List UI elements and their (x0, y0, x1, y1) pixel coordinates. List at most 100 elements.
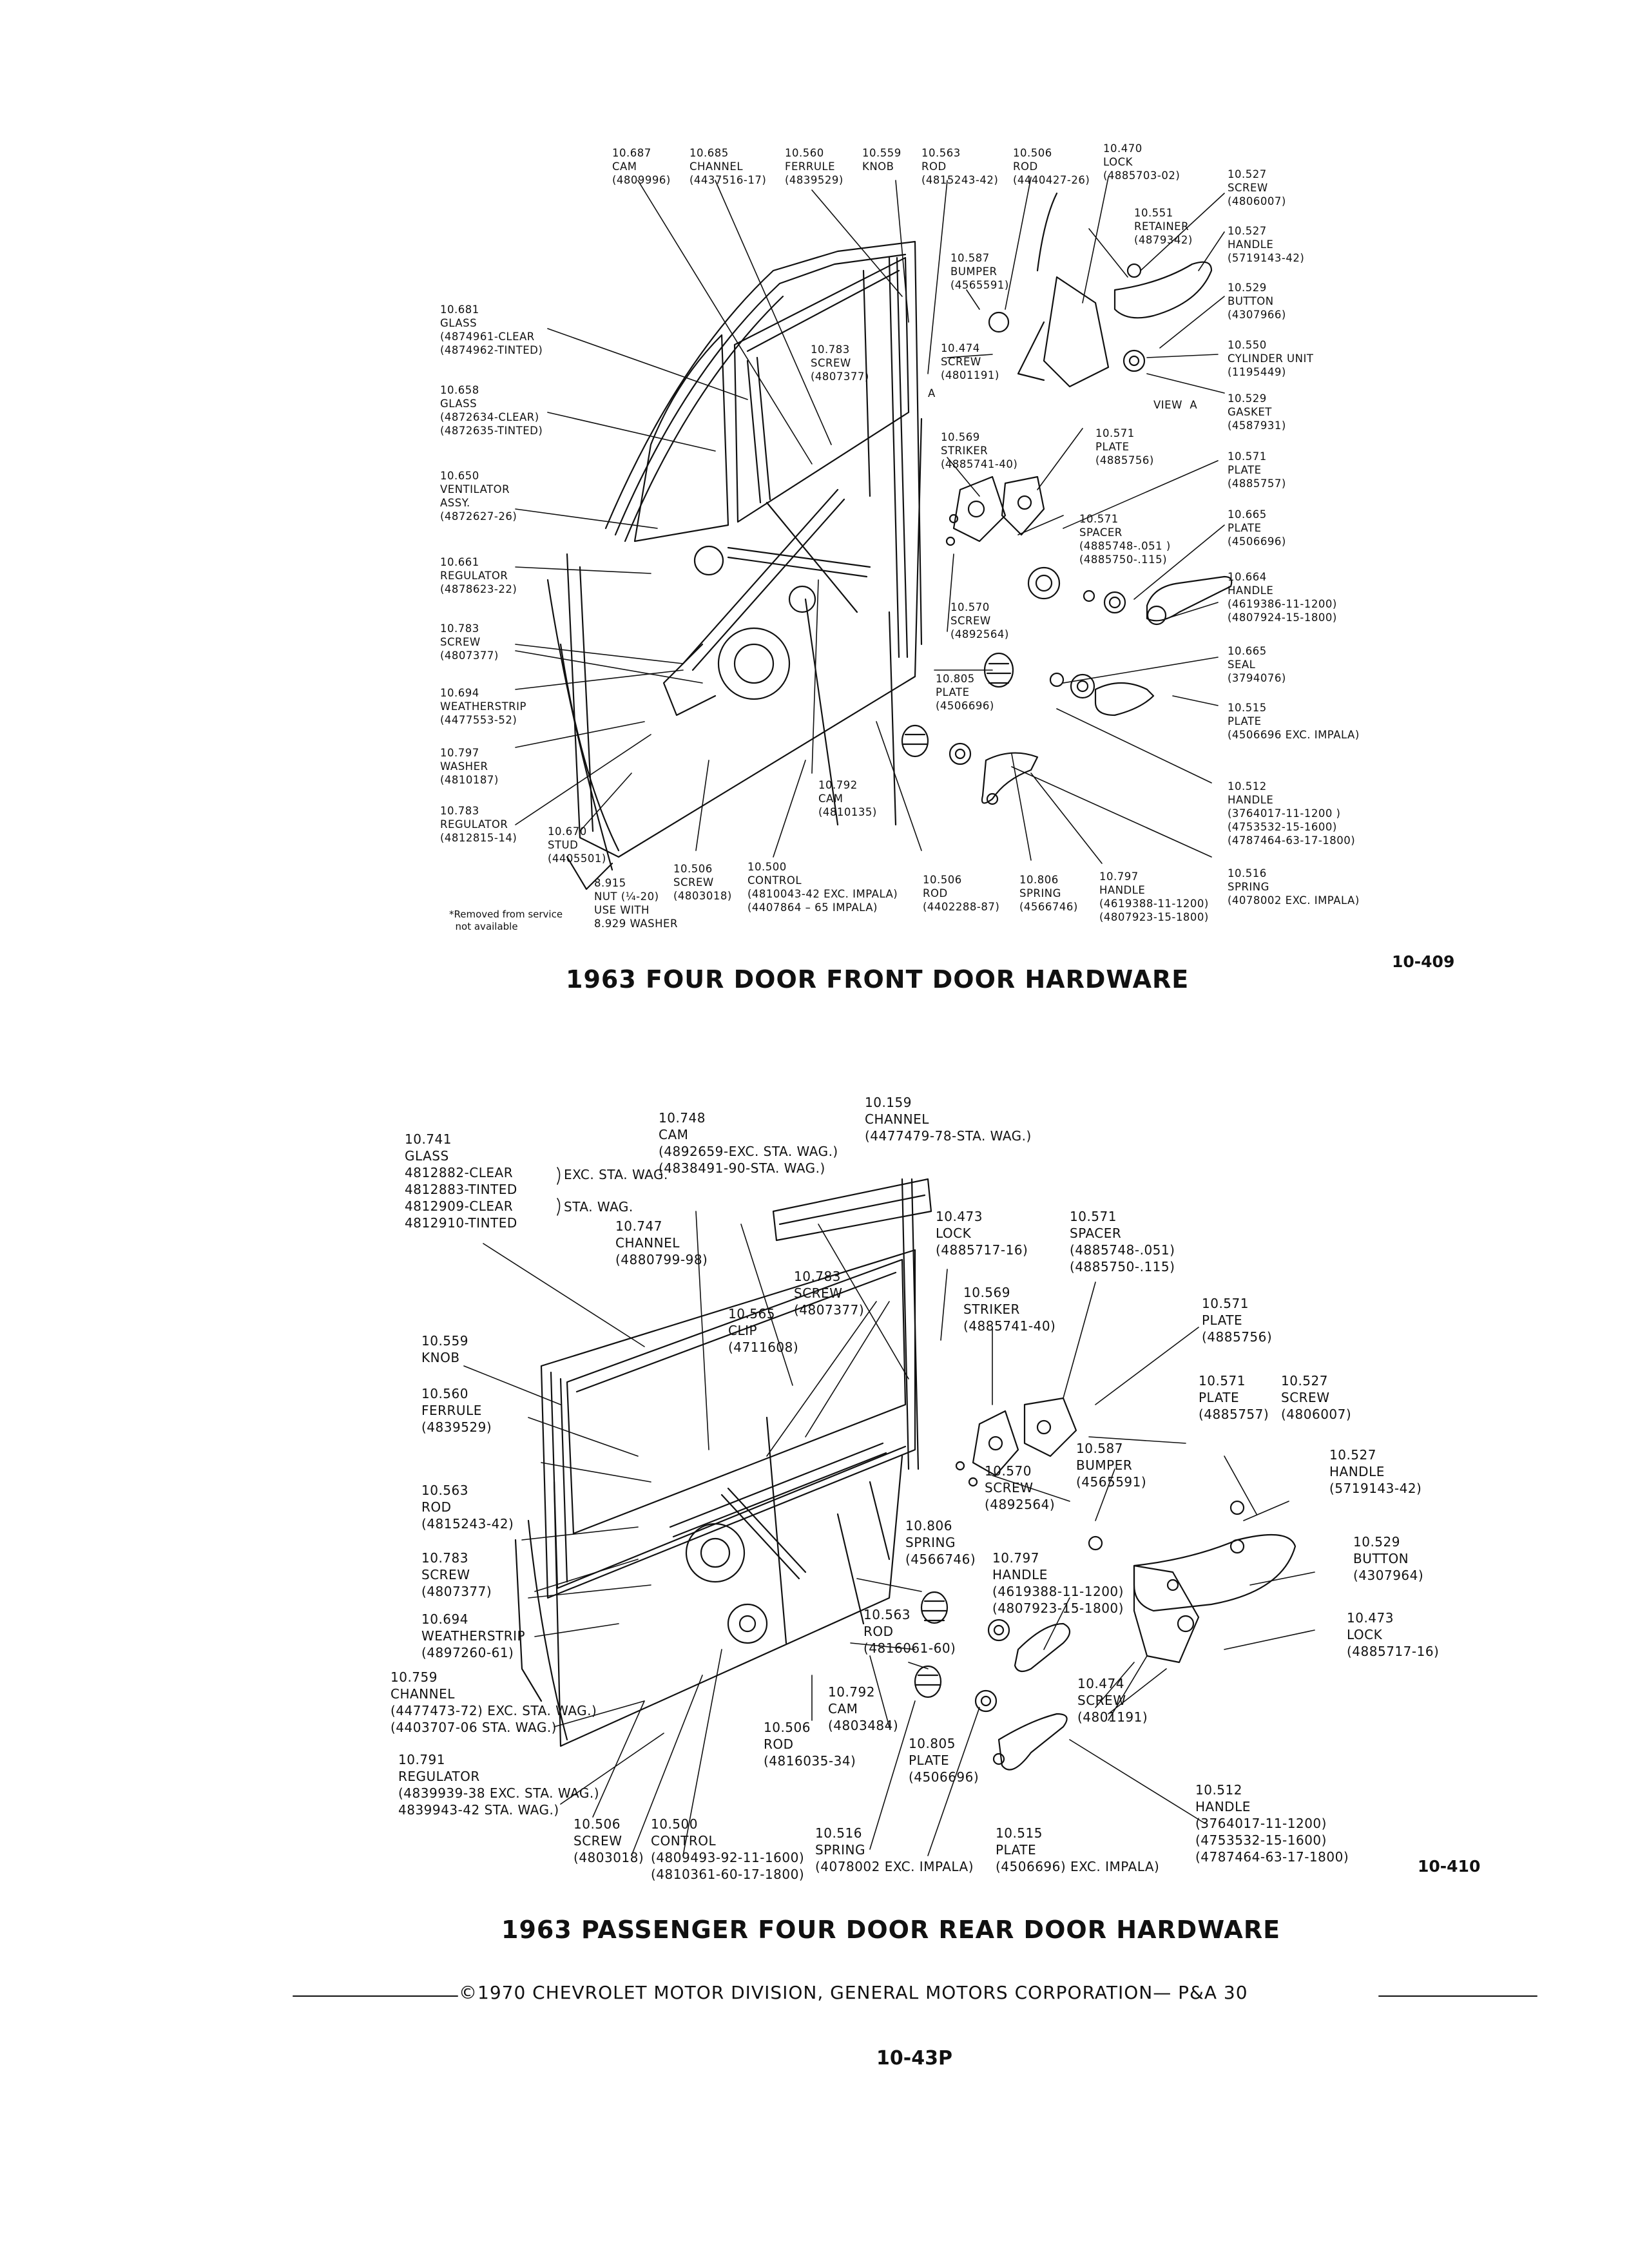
callout-handle-10527: 10.527 HANDLE (5719143-42) (1228, 225, 1305, 264)
rear-door-panel (553, 1455, 903, 1747)
callout-cam-10792: 10.792 CAM (4803484) (828, 1684, 899, 1733)
callout-handle-10664: 10.664 HANDLE (4619386-11-1200) (4807924… (1228, 571, 1337, 624)
a-marker: A (928, 387, 936, 399)
callout-striker-10569: 10.569 STRIKER (4885741-40) (963, 1285, 1056, 1334)
figure-number-rear: 10-410 (1418, 1857, 1481, 1876)
callout-washer-10797: 10.797 WASHER (4810187) (440, 747, 499, 786)
callout-plate-10571a: 10.571 PLATE (4885756) (1095, 427, 1154, 466)
front-window-handle-upper (1094, 682, 1155, 716)
front-lock-view-a (1043, 276, 1110, 388)
rear-window-handle-upper (1014, 1622, 1071, 1673)
callout-plate-10805: 10.805 PLATE (4506696) (909, 1736, 979, 1785)
callout-screw-10570: 10.570 SCREW (4892564) (950, 601, 1009, 640)
rear-lock-body (1133, 1564, 1200, 1664)
page-number: 10-43P (876, 2047, 952, 2070)
callout-rod-10506b: 10.506 ROD (4402288-87) (923, 874, 1000, 913)
callout-glass-10741: 10.741 GLASS 4812882-CLEAR 4812883-TINTE… (405, 1131, 517, 1231)
callout-control-10500: 10.500 CONTROL (4809493-92-11-1600) (481… (651, 1816, 805, 1882)
callout-screw-10474: 10.474 SCREW (4801191) (1077, 1676, 1148, 1725)
callout-glass-10658: 10.658 GLASS (4872634-CLEAR) (4872635-TI… (440, 384, 543, 437)
callout-glass-10681: 10.681 GLASS (4874961-CLEAR (4874962-TIN… (440, 303, 543, 356)
callout-ferrule-10560: 10.560 FERRULE (4839529) (421, 1386, 492, 1435)
callout-screw-10506: 10.506 SCREW (4803018) (574, 1816, 644, 1865)
callout-weatherstrip-10694: 10.694 WEATHERSTRIP (4897260-61) (421, 1611, 526, 1660)
rear-regulator-arm (669, 1442, 887, 1538)
rear-spring-upper (920, 1591, 949, 1624)
callout-handle-10797: 10.797 HANDLE (4619388-11-1200) (4807923… (1099, 870, 1209, 923)
rear-glass (566, 1258, 907, 1535)
callout-handle-10527: 10.527 HANDLE (5719143-42) (1329, 1447, 1422, 1496)
callout-plate-10515: 10.515 PLATE (4506696) EXC. IMPALA) (996, 1825, 1160, 1874)
callout-rod-10563: 10.563 ROD (4815243-42) (421, 1483, 514, 1532)
callout-lock-10470: 10.470 LOCK (4885703-02) (1103, 142, 1181, 182)
bracket-sta-wag (557, 1198, 561, 1216)
front-window-handle-lower (981, 752, 1039, 804)
label-sta-wag: STA. WAG. (564, 1199, 633, 1215)
callout-button-10529: 10.529 BUTTON (4307964) (1353, 1534, 1424, 1583)
callout-spring-10516: 10.516 SPRING (4078002 EXC. IMPALA) (1228, 867, 1360, 907)
callout-screw-10570: 10.570 SCREW (4892564) (985, 1463, 1055, 1512)
callout-gasket-10529: 10.529 GASKET (4587931) (1228, 392, 1286, 432)
callout-knob-10559: 10.559 KNOB (421, 1333, 468, 1365)
callout-weatherstrip-10694: 10.694 WEATHERSTRIP (4477553-52) (440, 687, 526, 726)
callout-rod-10563b: 10.563 ROD (4816061-60) (863, 1607, 956, 1656)
callout-ferrule-10560: 10.560 FERRULE (4839529) (785, 147, 843, 186)
rear-lock-plate (1023, 1397, 1077, 1457)
front-striker (952, 476, 1007, 543)
rear-door-window-frame (540, 1249, 916, 1599)
callout-ventilator-10650: 10.650 VENTILATOR ASSY. (4872627-26) (440, 470, 517, 523)
callout-screw-10783-left: 10.783 SCREW (4807377) (440, 622, 499, 662)
front-lock-plate (1001, 476, 1045, 536)
rear-channel-top (772, 1178, 932, 1242)
service-note: *Removed from service not available (449, 908, 563, 932)
copyright-line: ©1970 CHEVROLET MOTOR DIVISION, GENERAL … (459, 1982, 1248, 2003)
callout-lock-10473b: 10.473 LOCK (4885717-16) (1347, 1610, 1440, 1659)
callout-screw-10527: 10.527 SCREW (4806007) (1281, 1373, 1352, 1422)
callout-channel-10759: 10.759 CHANNEL (4477473-72) EXC. STA. WA… (390, 1669, 597, 1735)
callout-seal-10665: 10.665 SEAL (3794076) (1228, 645, 1286, 684)
callout-handle-10512: 10.512 HANDLE (3764017-11-1200 ) (475353… (1228, 780, 1356, 847)
callout-cam-10792: 10.792 CAM (4810135) (818, 779, 877, 818)
callout-screw-10783: 10.783 SCREW (4807377) (794, 1269, 865, 1318)
rear-striker (972, 1410, 1019, 1477)
callout-plate-10515: 10.515 PLATE (4506696 EXC. IMPALA) (1228, 702, 1360, 741)
callout-handle-10512: 10.512 HANDLE (3764017-11-1200) (4753532… (1195, 1782, 1349, 1865)
front-door-window-frame (604, 240, 923, 646)
callout-cam-10687: 10.687 CAM (4809996) (612, 147, 671, 186)
callout-bumper-10587: 10.587 BUMPER (4565591) (950, 252, 1009, 291)
front-regulator-arm (682, 488, 845, 671)
front-door-drawing (515, 177, 1233, 890)
callout-plate-10805: 10.805 PLATE (4506696) (936, 673, 994, 712)
callout-control-10500: 10.500 CONTROL (4810043-42 EXC. IMPALA) … (747, 861, 898, 914)
rear-door-drawing (463, 1178, 1315, 1856)
callout-plate-10571a: 10.571 PLATE (4885756) (1202, 1296, 1273, 1345)
callout-handle-10797: 10.797 HANDLE (4619388-11-1200) (4807923… (992, 1550, 1124, 1616)
callout-plate-10571b: 10.571 PLATE (4885757) (1199, 1373, 1269, 1422)
rear-window-handle-lower (998, 1713, 1068, 1771)
callout-channel-10747: 10.747 CHANNEL (4880799-98) (615, 1218, 708, 1267)
callout-rod-10506: 10.506 ROD (4816035-34) (764, 1720, 856, 1769)
callout-plate-10571b: 10.571 PLATE (4885757) (1228, 450, 1286, 490)
callout-button-10529: 10.529 BUTTON (4307966) (1228, 282, 1286, 321)
front-seal (1027, 566, 1061, 600)
callout-stud-10670: 10.670 STUD (4405501) (548, 825, 606, 865)
callout-clip-10565: 10.565 CLIP (4711608) (728, 1306, 799, 1355)
callout-knob-10559: 10.559 KNOB (862, 147, 901, 173)
front-inside-handle-upper (1146, 575, 1233, 622)
callout-cylinder-10550: 10.550 CYLINDER UNIT (1195449) (1228, 339, 1314, 378)
front-section-title: 1963 FOUR DOOR FRONT DOOR HARDWARE (566, 965, 1190, 994)
front-outside-handle (1113, 261, 1213, 319)
callout-rod-10506: 10.506 ROD (4440427-26) (1013, 147, 1090, 186)
callout-lock-10473: 10.473 LOCK (4885717-16) (936, 1209, 1028, 1258)
rear-section-title: 1963 PASSENGER FOUR DOOR REAR DOOR HARDW… (501, 1916, 1281, 1944)
callout-nut-8915: 8.915 NUT (¼-20) USE WITH 8.929 WASHER (594, 877, 678, 930)
callout-channel-10159: 10.159 CHANNEL (4477479-78-STA. WAG.) (865, 1095, 1032, 1144)
callout-screw-10527: 10.527 SCREW (4806007) (1228, 168, 1286, 207)
callout-bumper-10587: 10.587 BUMPER (4565591) (1076, 1441, 1147, 1490)
front-spring-lower (901, 724, 929, 758)
callout-rod-10563: 10.563 ROD (4815243-42) (921, 147, 999, 186)
callout-retainer-10551: 10.551 RETAINER (4879342) (1134, 207, 1193, 246)
callout-striker-10569: 10.569 STRIKER (4885741-40) (941, 431, 1018, 470)
callout-spacer-10571: 10.571 SPACER (4885748-.051 ) (4885750-.… (1079, 513, 1171, 566)
view-a-label: VIEW A (1153, 399, 1198, 411)
